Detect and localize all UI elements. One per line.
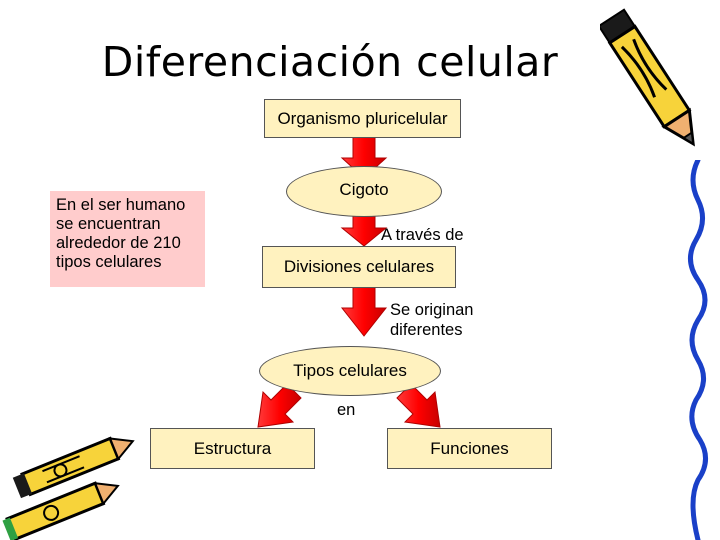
note-line: alrededor de 210 [56, 234, 205, 253]
pencil-icon [600, 5, 710, 165]
arrow-divisiones-tipos [342, 285, 386, 336]
label-a-traves: A través de [381, 225, 464, 245]
label-se-originan: Se originan [390, 300, 473, 320]
node-organismo: Organismo pluricelular [264, 99, 461, 138]
node-divisiones: Divisiones celulares [262, 246, 456, 288]
note-line: se encuentran [56, 215, 205, 234]
note-box: En el ser humano se encuentran alrededor… [50, 191, 205, 287]
label-en: en [337, 400, 355, 420]
arrow-cigoto-divisiones [342, 212, 386, 246]
squiggle-decoration-icon [678, 160, 720, 540]
node-cigoto: Cigoto [286, 166, 442, 217]
node-tipos: Tipos celulares [259, 346, 441, 396]
crayon-icon [0, 430, 150, 540]
node-funciones: Funciones [387, 428, 552, 469]
label-diferentes: diferentes [390, 320, 462, 340]
note-line: En el ser humano [56, 196, 205, 215]
note-line: tipos celulares [56, 253, 205, 272]
node-estructura: Estructura [150, 428, 315, 469]
